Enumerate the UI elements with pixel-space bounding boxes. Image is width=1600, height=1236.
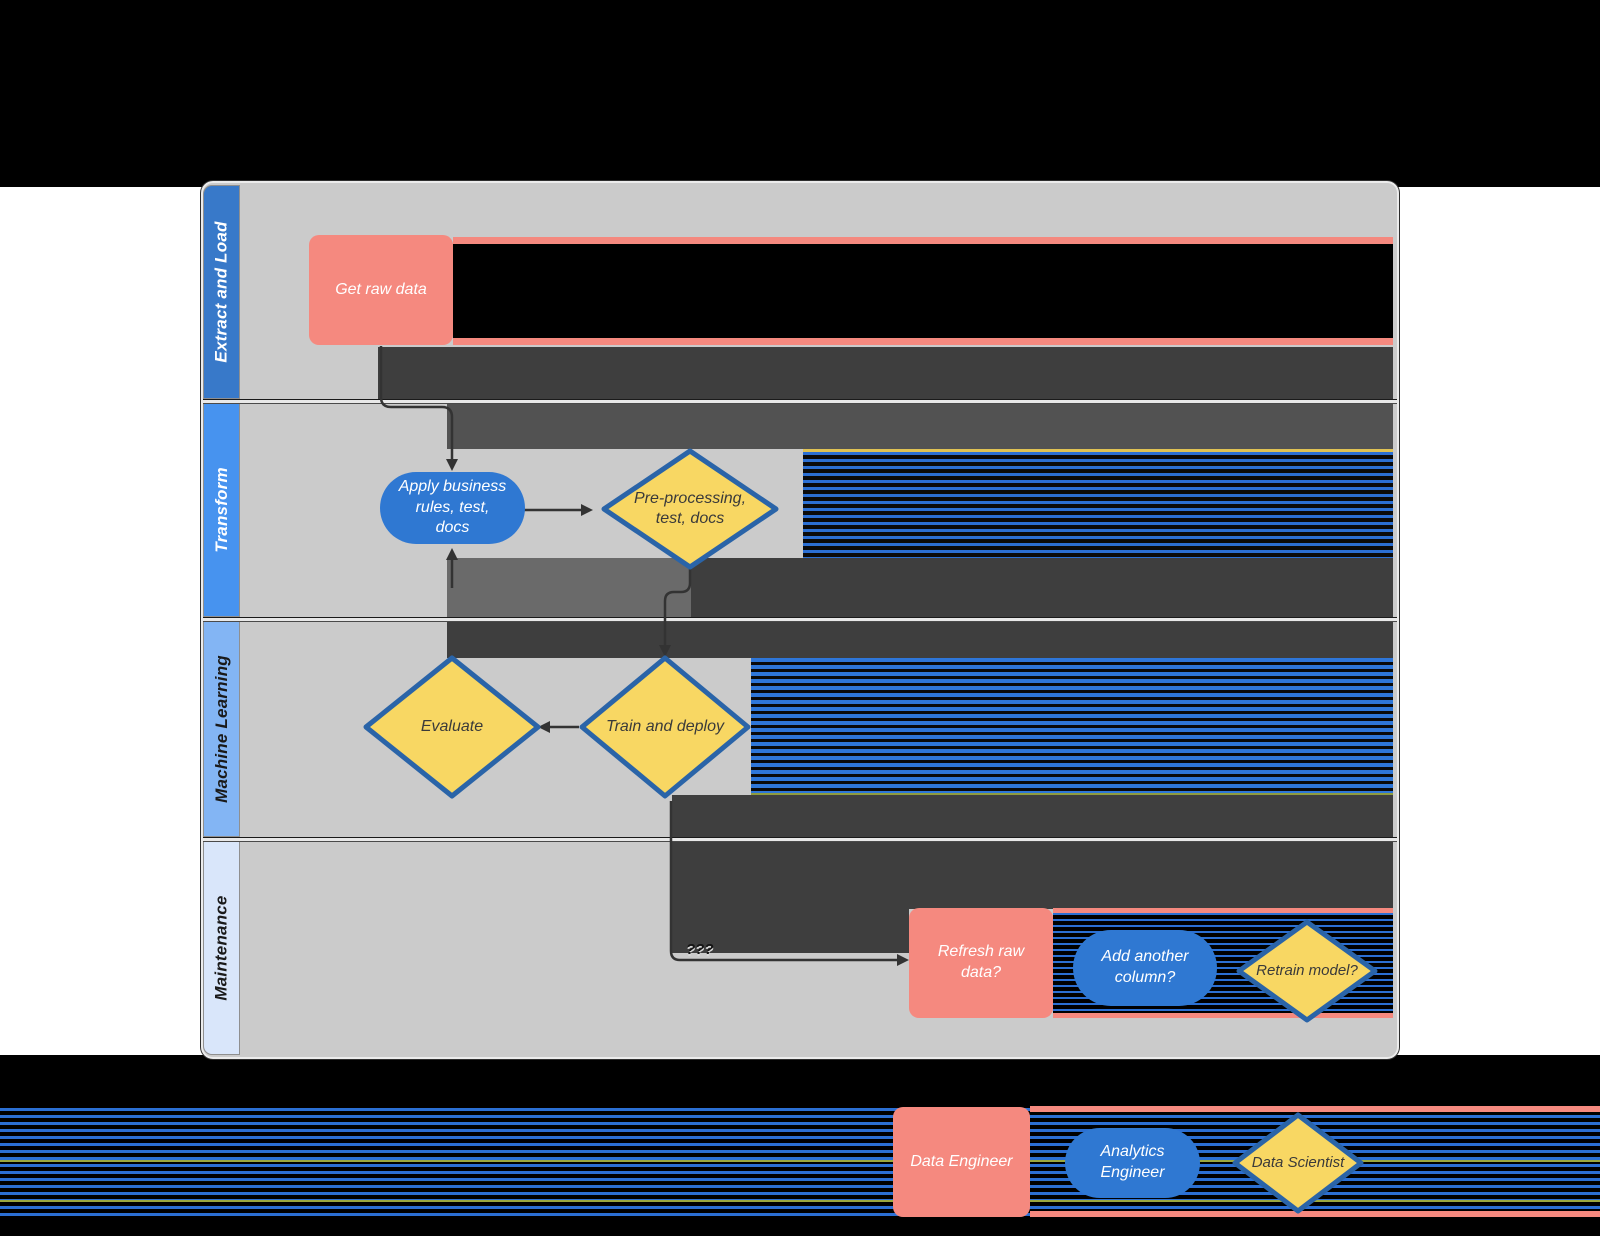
lane-divider xyxy=(203,837,1397,842)
glitch-yellow-line xyxy=(0,1200,1600,1202)
lane-machine-learning: Machine Learning xyxy=(203,620,240,837)
legend-glitch-salmon-line-top xyxy=(1030,1106,1600,1112)
node-pre-processing: Pre-processing, test, docs xyxy=(601,448,779,570)
node-refresh-raw-data: Refresh raw data? xyxy=(909,908,1053,1018)
node-label: Evaluate xyxy=(420,718,484,735)
legend-data-scientist: Data Scientist xyxy=(1232,1112,1364,1214)
page-top-black-band xyxy=(0,0,1600,185)
legend-label: Data Scientist xyxy=(1251,1153,1345,1171)
lane-extract-and-load: Extract and Load xyxy=(203,185,240,399)
lane-divider xyxy=(203,617,1397,622)
node-label: Refresh raw data? xyxy=(937,943,1025,981)
diamond-shape xyxy=(1236,919,1378,1023)
node-train-and-deploy: Train and deploy xyxy=(579,655,751,799)
glitch-band-black xyxy=(453,244,1393,338)
legend-label: Analytics Engineer xyxy=(1100,1143,1165,1181)
node-evaluate: Evaluate xyxy=(363,655,541,799)
glitch-band-blue-stripes xyxy=(751,658,1393,795)
node-add-another-column: Add another column? xyxy=(1073,930,1217,1006)
lane-maintenance: Maintenance xyxy=(203,840,240,1055)
glitch-band-dark xyxy=(447,619,1393,658)
glitch-band-salmon xyxy=(453,338,1393,345)
glitch-band-dark xyxy=(672,839,1393,909)
node-label: Retrain model? xyxy=(1256,961,1358,979)
diamond-shape xyxy=(1232,1112,1364,1214)
glitch-band-dark xyxy=(691,558,1393,617)
connector-label: ??? xyxy=(686,941,714,958)
node-label: Add another column? xyxy=(1101,948,1189,986)
node-label: Apply business rules, test, docs xyxy=(398,477,507,537)
glitch-band-gray xyxy=(447,558,691,617)
glitch-yellow-line xyxy=(0,1160,1600,1162)
lane-divider xyxy=(203,399,1397,404)
legend-data-engineer: Data Engineer xyxy=(893,1107,1030,1217)
flowchart-canvas: Extract and Load Transform Machine Learn… xyxy=(201,181,1399,1059)
glitch-band-dark xyxy=(672,909,909,953)
glitch-band-dark xyxy=(378,347,1393,399)
diamond-shape xyxy=(363,655,541,799)
legend-glitch-salmon-line-bottom xyxy=(1030,1211,1600,1217)
glitch-band-dark xyxy=(447,404,1393,449)
node-label: Train and deploy xyxy=(606,718,724,735)
node-apply-business-rules: Apply business rules, test, docs xyxy=(380,472,525,544)
diamond-shape xyxy=(601,448,779,570)
node-retrain-model: Retrain model? xyxy=(1236,919,1378,1023)
node-label: Pre-processing, test, docs xyxy=(633,490,747,527)
node-label: Get raw data xyxy=(335,280,427,298)
lane-transform: Transform xyxy=(203,402,240,617)
legend-analytics-engineer: Analytics Engineer xyxy=(1065,1128,1200,1198)
connector-arrows xyxy=(379,346,909,966)
node-get-raw-data: Get raw data xyxy=(309,235,453,345)
legend-label: Data Engineer xyxy=(910,1152,1013,1170)
diamond-shape xyxy=(579,655,751,799)
glitch-band-dark xyxy=(672,795,1393,837)
glitch-band-salmon xyxy=(453,237,1393,244)
